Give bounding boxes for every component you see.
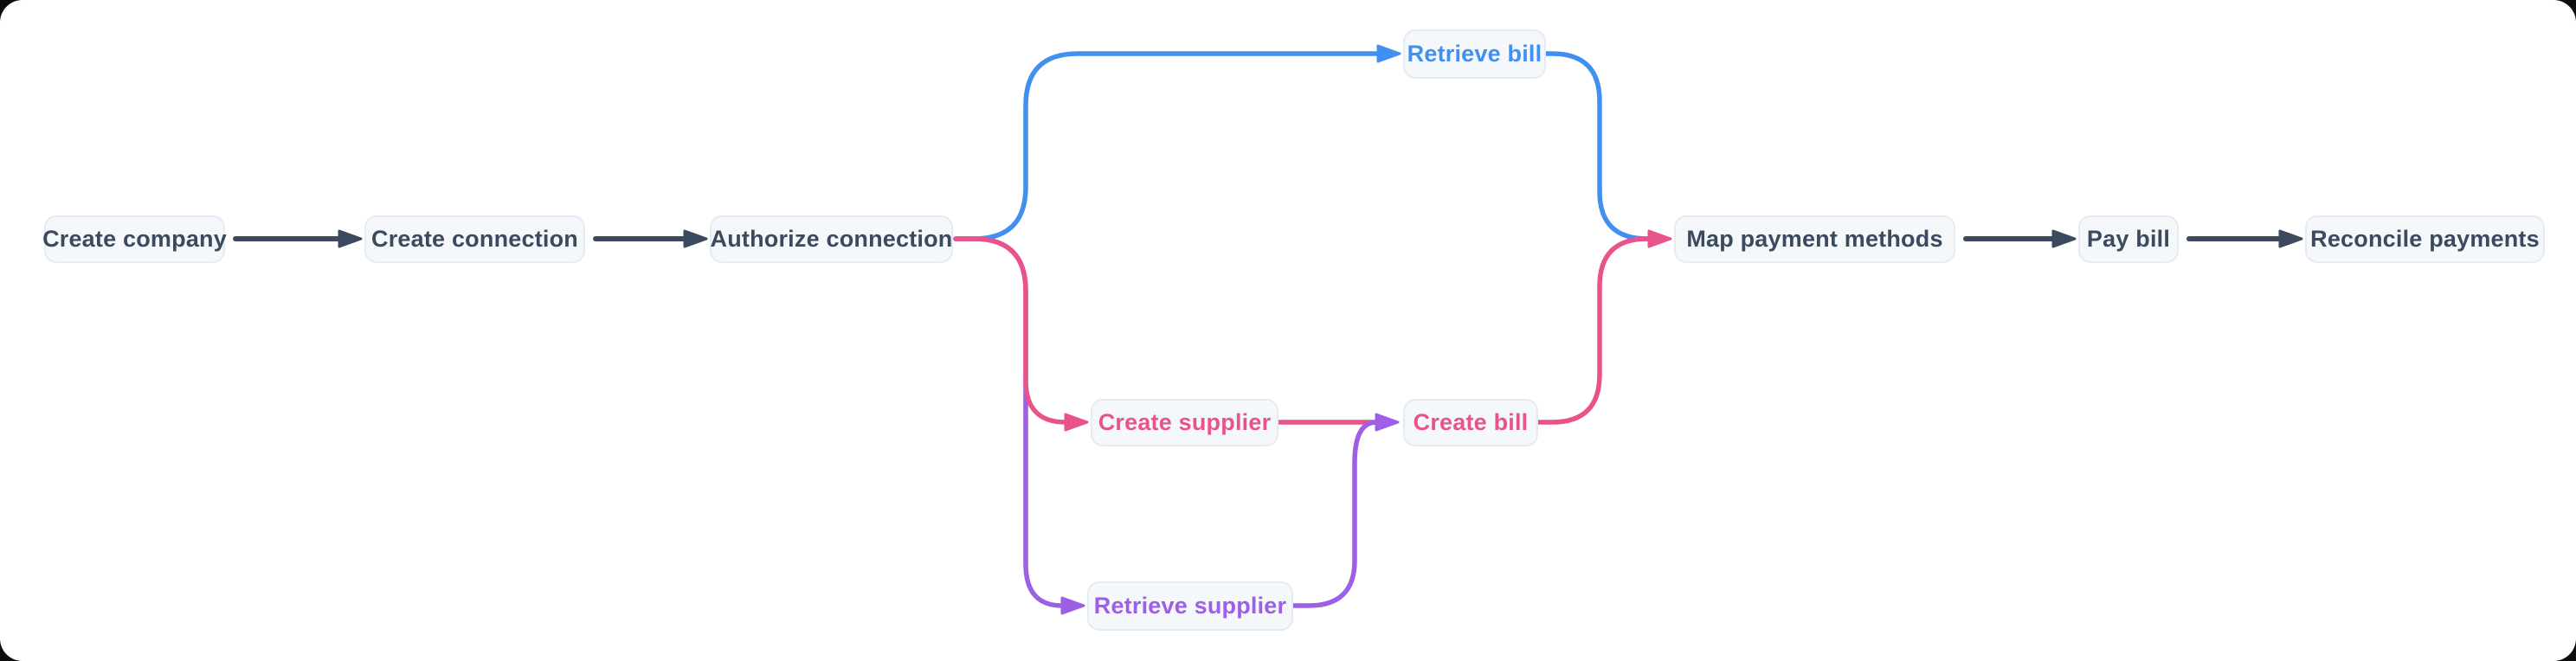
node-reconcile-payments[interactable]: Reconcile payments <box>2305 215 2545 263</box>
node-label-create-supplier: Create supplier <box>1098 409 1272 435</box>
edge-authorize-connection-to-retrieve-supplier <box>953 236 1085 615</box>
node-label-create-company: Create company <box>42 226 227 252</box>
node-authorize-connection[interactable]: Authorize connection <box>710 215 953 263</box>
node-label-retrieve-supplier: Retrieve supplier <box>1093 593 1287 619</box>
edge-retrieve-supplier-to-create-bill <box>1291 413 1400 608</box>
node-create-bill[interactable]: Create bill <box>1403 399 1538 446</box>
node-label-reconcile-payments: Reconcile payments <box>2310 226 2540 252</box>
node-label-authorize-connection: Authorize connection <box>710 226 953 252</box>
node-create-supplier[interactable]: Create supplier <box>1091 399 1278 446</box>
edge-create-bill-to-map-payment-methods <box>1536 229 1672 425</box>
edge-retrieve-bill-to-map-payment-methods <box>1543 51 1652 241</box>
node-pay-bill[interactable]: Pay bill <box>2078 215 2179 263</box>
edge-authorize-connection-to-create-supplier <box>953 236 1089 432</box>
edge-authorize-connection-to-retrieve-bill <box>953 44 1401 241</box>
node-label-retrieve-bill: Retrieve bill <box>1407 41 1542 67</box>
node-retrieve-supplier[interactable]: Retrieve supplier <box>1087 581 1293 631</box>
node-label-create-connection: Create connection <box>371 226 578 252</box>
node-label-create-bill: Create bill <box>1413 409 1529 435</box>
node-create-connection[interactable]: Create connection <box>364 215 585 263</box>
node-create-company[interactable]: Create company <box>42 215 227 263</box>
node-retrieve-bill[interactable]: Retrieve bill <box>1403 29 1546 79</box>
node-map-payment-methods[interactable]: Map payment methods <box>1674 215 1955 263</box>
node-label-pay-bill: Pay bill <box>2086 226 2171 252</box>
node-label-map-payment-methods: Map payment methods <box>1686 226 1943 252</box>
